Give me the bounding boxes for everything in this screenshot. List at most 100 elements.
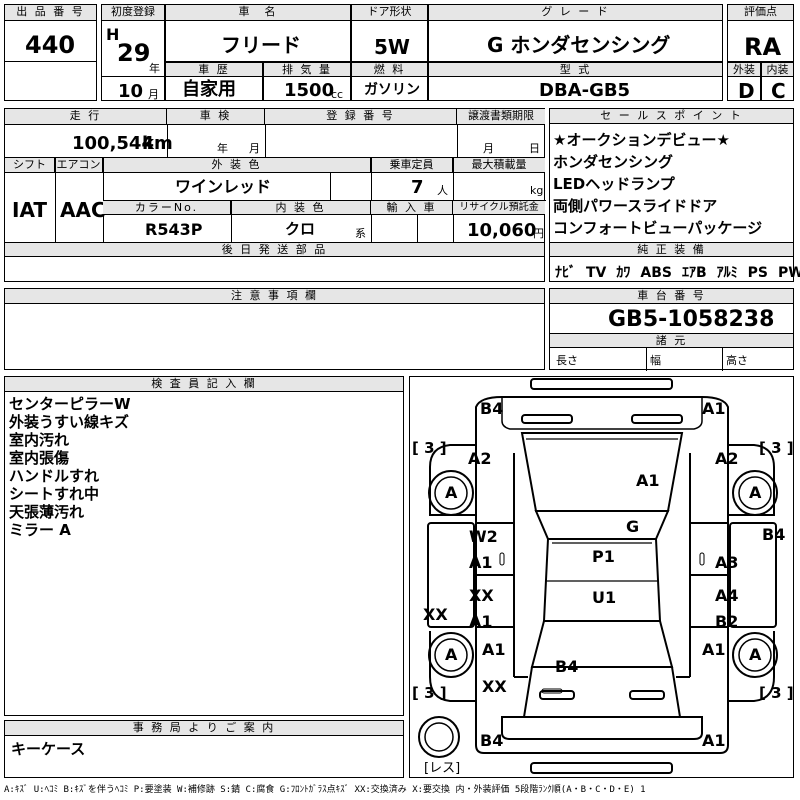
capacity-value: 7 [411,177,424,198]
wheel-fl: A [445,483,458,502]
color-value: ワインレッド [175,177,272,196]
era: H [106,25,120,44]
inspector-line: 外装うすい線キズ [9,413,130,431]
displacement-label: 排 気 量 [264,63,350,77]
spec-label: 諸 元 [550,333,793,348]
chassis-box: 車 台 番 号 GB5-1058238 諸 元 長さ 幅 高さ [549,288,794,371]
name-label: 車 名 [166,5,350,21]
car-diagram: B4 A1 [ 3 ] [ 3 ] A2 A2 A1 A A G W2 B4 P… [409,376,794,778]
int-value: C [771,79,786,103]
damage-legend: A:ｷｽﾞ U:ﾍｺﾐ B:ｷｽﾞを伴うﾍｺﾐ P:要塗装 W:補修跡 S:錆 … [4,785,646,795]
int-label: 内装 [762,63,793,77]
interior-label: 内 装 色 [231,201,371,215]
recycle-unit: 円 [533,227,544,240]
history-label: 車 歴 [166,63,262,77]
office-label: 事 務 局 よ り ご 案 内 [5,721,403,736]
fuel-value: ガソリン [364,82,420,98]
damage-a3: A3 [715,553,739,572]
capacity-unit: 人 [437,184,448,197]
spec-length: 長さ [556,354,578,367]
wheel-rl: A [445,645,458,664]
name-box: 車 名 フリード [165,4,351,62]
shift-value: IAT [12,198,48,222]
sales-points-label: セ ー ル ス ポ イ ン ト [550,109,793,124]
spec-height: 高さ [726,354,748,367]
notes-box: 注 意 事 項 欄 [4,288,545,370]
later-parts-label: 後 日 発 送 部 品 [5,243,544,257]
inspection-month: 月 [249,142,260,155]
score-value: RA [744,33,782,61]
tire-bracket-fr: [ 3 ] [759,439,794,457]
grade-label: グ レ ー ド [429,5,722,21]
inspection-year: 年 [217,142,228,155]
wheel-fr: A [749,483,762,502]
color-no-value: R543P [145,220,203,239]
recycle-value: 10,060 [467,220,537,241]
load-unit: kg [530,184,544,197]
tire-bracket-fl: [ 3 ] [412,439,447,457]
equipment-item: ｴｱB [681,265,707,281]
mileage-value: 100,544 [72,133,154,154]
mileage-label: 走 行 [5,109,167,125]
door-box: ドア形状 5W [351,4,428,62]
mileage-unit: km [142,133,173,154]
inspector-line: 室内汚れ [9,431,70,449]
sales-point-item: LEDヘッドランプ [553,175,675,193]
equipment-item: ｶﾜ [616,265,631,281]
reg-year: 29 [117,39,151,67]
transfer-month: 月 [483,142,494,155]
damage-b4-bottom-left: B4 [480,731,504,750]
interior-unit: 系 [355,227,366,240]
damage-u1-roof: U1 [592,588,617,607]
damage-w2: W2 [469,527,498,546]
car-name: フリード [221,33,301,57]
recycle-label: リサイクル預託金 [453,201,545,215]
inspector-box: 検 査 員 記 入 欄 センターピラーW 外装うすい線キズ 室内汚れ 室内張傷 … [4,376,404,716]
door-label: ドア形状 [352,5,427,21]
inspector-line: ミラー A [9,521,71,539]
inspector-line: ハンドルすれ [9,467,100,485]
sales-point-item: ★オークションデビュー★ [553,131,730,149]
damage-xx-left-side: XX [423,605,448,624]
grade-value: G ホンダセンシング [487,33,671,57]
sales-point-item: コンフォートビューパッケージ [553,219,763,237]
capacity-label: 乗車定員 [371,158,453,173]
model-box: 型 式 DBA-GB5 [428,62,723,101]
wheel-rr: A [749,645,762,664]
damage-b4-right: B4 [762,525,786,544]
damage-b4-tailgate: B4 [555,657,579,676]
equipment-item: ﾅﾋﾞ [555,265,576,281]
inspector-line: シートすれ中 [9,485,100,503]
score-label: 評価点 [728,5,793,21]
office-box: 事 務 局 よ り ご 案 内 キーケース [4,720,404,778]
damage-a4: A4 [715,586,739,605]
reg-month: 10 [118,81,144,102]
damage-a1-right-rear-fender: A1 [702,640,726,659]
damage-a1-bottom-right: A1 [702,731,726,750]
grade-box: グ レ ー ド G ホンダセンシング [428,4,723,62]
color-label: 外 装 色 [103,158,371,173]
inspector-line: 室内張傷 [9,449,70,467]
door-value: 5W [374,35,410,59]
damage-xx-left-rear-door: XX [469,586,494,605]
vehicle-info-table: 走 行 100,544 km 車 検 年 月 登 録 番 号 譲渡書類期限 月 … [4,108,546,282]
model-label: 型 式 [429,63,722,77]
ext-value: D [738,79,755,103]
damage-b2: B2 [715,612,739,631]
damage-a1-left-door: A1 [469,553,493,572]
ext-box: 外装 D [727,62,761,101]
ext-label: 外装 [728,63,760,77]
lot-box: 出 品 番 号 440 [4,4,97,101]
chassis-number: GB5-1058238 [608,307,775,332]
damage-xx-rear-bumper: XX [482,677,507,696]
inspector-line: 天張薄汚れ [9,503,85,521]
inspection-label: 車 検 [167,109,265,125]
transfer-day: 日 [529,142,540,155]
damage-b4-top-left: B4 [480,399,504,418]
shift-label: シフト [5,158,55,173]
damage-a2-right: A2 [715,449,739,468]
office-text: キーケース [11,740,86,758]
tire-bracket-rr: [ 3 ] [759,684,794,702]
equipment-item: PW [778,265,800,281]
